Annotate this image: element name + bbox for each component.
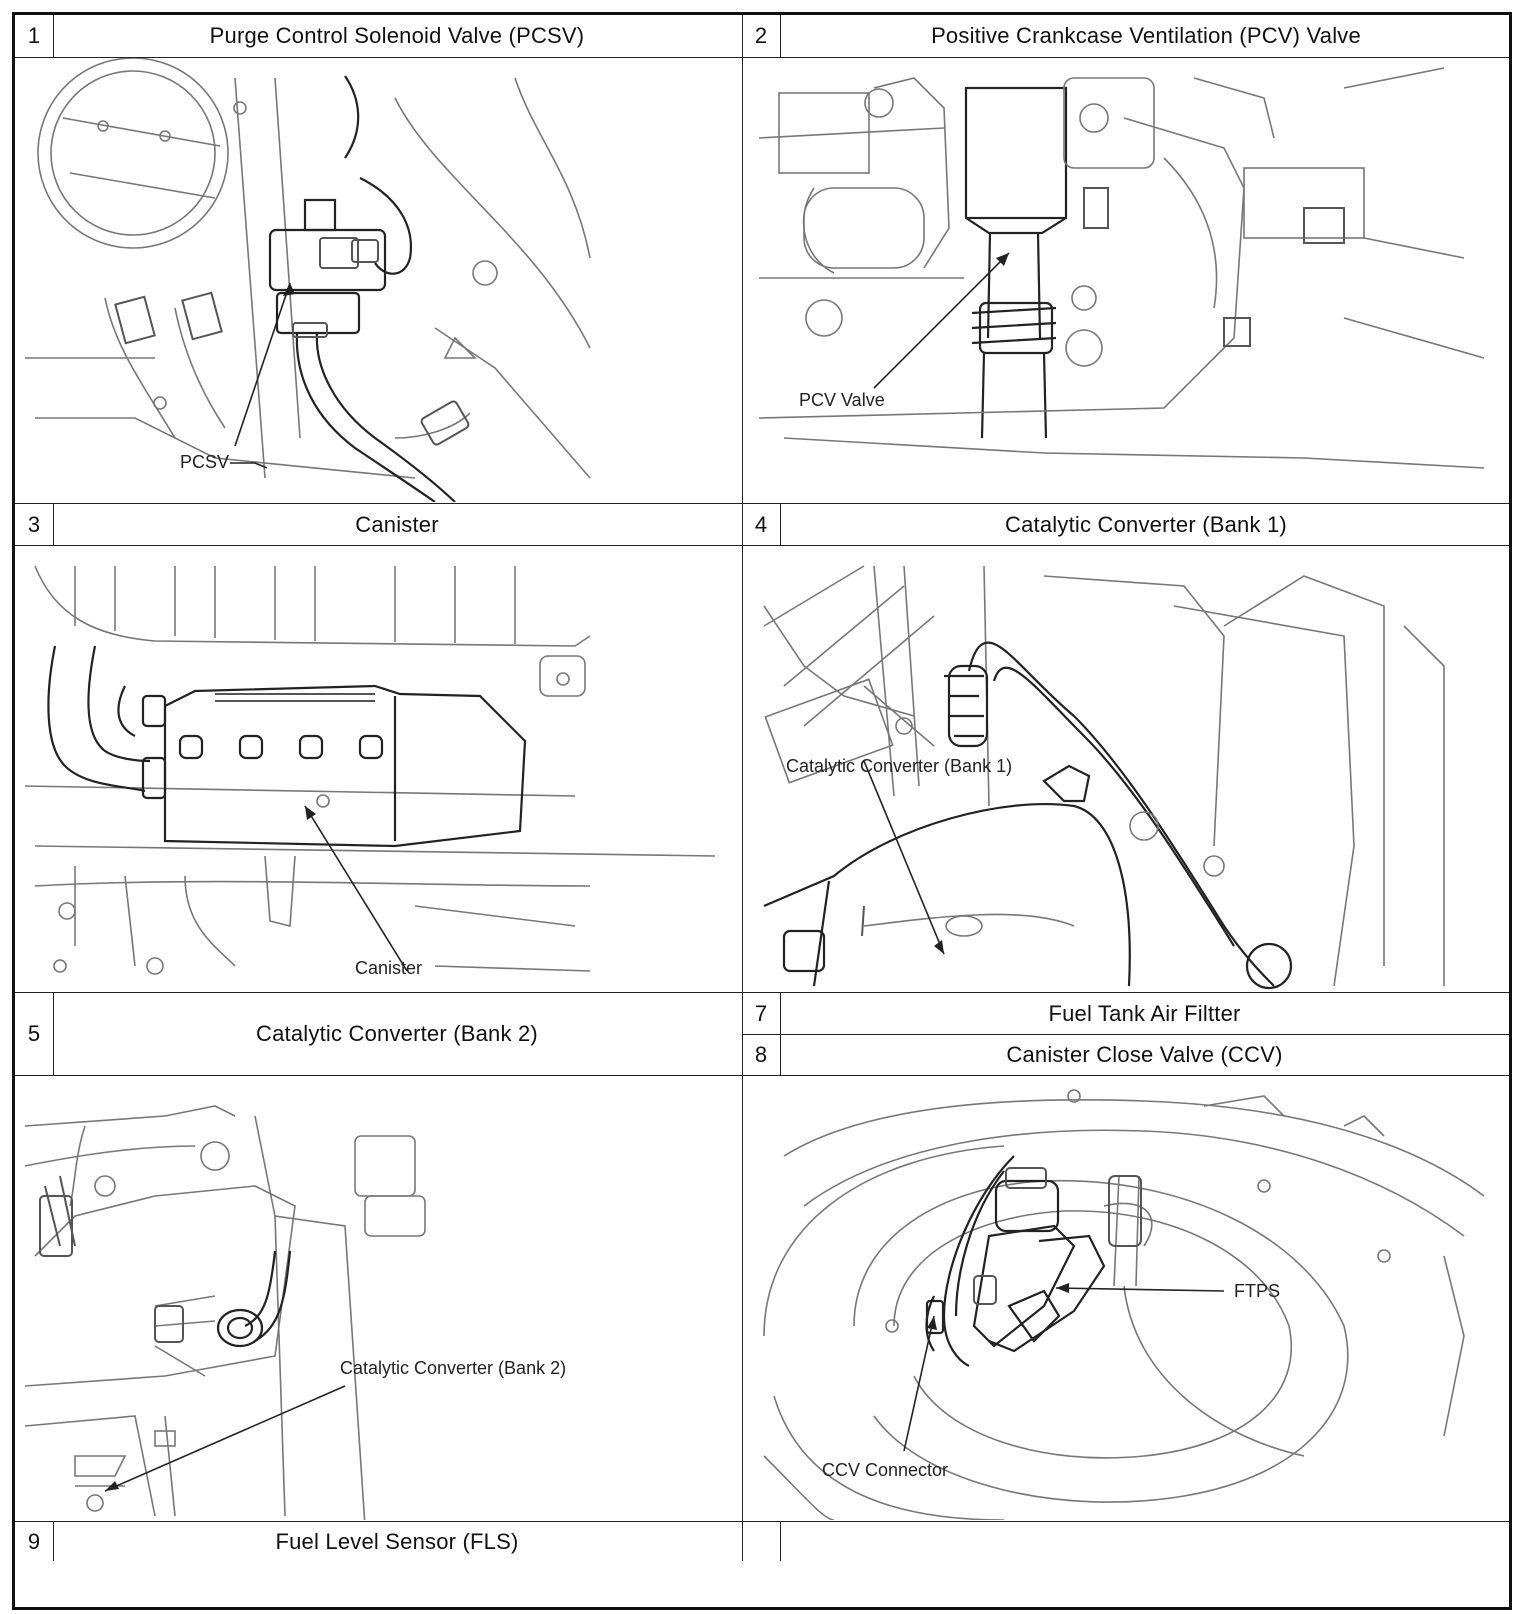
- cell-title: Fuel Tank Air Filtter: [1048, 1000, 1241, 1026]
- canister-illustration: Canister: [15, 546, 741, 991]
- catalytic-converter-bank2-callout: Catalytic Converter (Bank 2): [340, 1358, 566, 1378]
- cell-title: Purge Control Solenoid Valve (PCSV): [209, 23, 585, 48]
- cell-number: 8: [754, 1041, 768, 1067]
- header-row-1: 1 Purge Control Solenoid Valve (PCSV) 2 …: [15, 15, 1509, 58]
- cell-number: 2: [754, 23, 768, 48]
- image-row-2: Canister: [15, 546, 1509, 993]
- header-row-4: 9 Fuel Level Sensor (FLS): [15, 1522, 1509, 1610]
- image-row-3: Catalytic Converter (Bank 2): [15, 1076, 1509, 1522]
- pcsv-illustration: PCSV: [15, 58, 741, 502]
- ftps-callout: FTPS: [1234, 1281, 1280, 1301]
- subrow-8: 8 Canister Close Valve (CCV): [742, 1034, 1509, 1075]
- cell-number: 9: [27, 1528, 41, 1554]
- cell-title: Fuel Level Sensor (FLS): [275, 1528, 519, 1554]
- cell-number: 5: [27, 1021, 41, 1046]
- cell-number: 4: [754, 511, 768, 537]
- catalytic-converter-bank1-illustration: Catalytic Converter (Bank 1): [744, 546, 1512, 991]
- catalytic-converter-bank2-illustration: Catalytic Converter (Bank 2): [15, 1076, 741, 1520]
- header-row-2: 3 Canister 4 Catalytic Converter (Bank 1…: [15, 504, 1509, 546]
- ccv-ftps-illustration: FTPS CCV Connector: [744, 1076, 1512, 1520]
- header-row-3: 5 Catalytic Converter (Bank 2) 7 Fuel Ta…: [15, 993, 1509, 1076]
- cell-title: Canister Close Valve (CCV): [1006, 1041, 1283, 1067]
- image-row-1: PCSV: [15, 58, 1509, 504]
- pcsv-callout: PCSV: [180, 452, 229, 472]
- subrow-7: 7 Fuel Tank Air Filtter: [742, 993, 1509, 1035]
- cell-number: 7: [754, 1000, 768, 1026]
- component-location-table: 1 Purge Control Solenoid Valve (PCSV) 2 …: [12, 12, 1512, 1610]
- pcv-valve-illustration: PCV Valve: [744, 58, 1512, 502]
- cell-title: Canister: [355, 511, 439, 537]
- pcv-valve-callout: PCV Valve: [799, 390, 885, 410]
- canister-callout: Canister: [355, 958, 422, 978]
- cell-title: Catalytic Converter (Bank 1): [1005, 511, 1287, 537]
- cell-title: Positive Crankcase Ventilation (PCV) Val…: [931, 23, 1361, 48]
- cell-title: Catalytic Converter (Bank 2): [256, 1021, 538, 1046]
- ccv-connector-callout: CCV Connector: [822, 1460, 948, 1480]
- catalytic-converter-bank1-callout: Catalytic Converter (Bank 1): [786, 756, 1012, 776]
- cell-number: 3: [27, 511, 41, 537]
- cell-number: 1: [27, 23, 41, 48]
